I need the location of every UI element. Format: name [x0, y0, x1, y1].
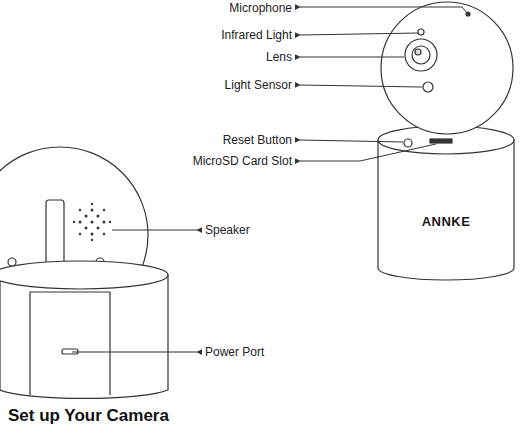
- part-label: Power Port: [205, 344, 264, 360]
- rear-camera: [0, 147, 168, 398]
- leader-lines: [72, 7, 467, 352]
- part-label: Lens: [266, 49, 292, 65]
- part-label: Microphone: [229, 0, 292, 16]
- part-label: Infrared Light: [221, 27, 292, 43]
- part-label: Speaker: [205, 222, 250, 238]
- part-label: Light Sensor: [225, 77, 292, 93]
- speaker-holes: [73, 203, 111, 241]
- part-label: Reset Button: [223, 132, 292, 148]
- brand-logo: ANNKE: [422, 214, 471, 230]
- section-heading: Set up Your Camera: [8, 406, 169, 426]
- part-label: MicroSD Card Slot: [193, 153, 292, 169]
- front-camera: [378, 2, 514, 280]
